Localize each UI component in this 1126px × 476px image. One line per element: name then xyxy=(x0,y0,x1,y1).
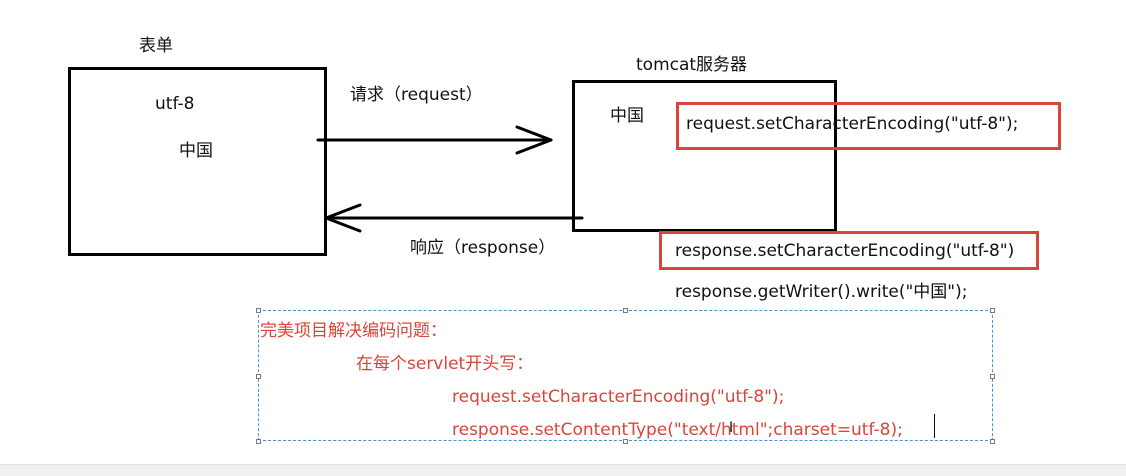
resize-handle-top-middle[interactable] xyxy=(623,308,628,313)
bottom-strip xyxy=(0,464,1126,476)
request-encoding-code: request.setCharacterEncoding("utf-8"); xyxy=(686,114,1019,134)
resize-handle-bottom-middle[interactable] xyxy=(623,439,628,444)
ibeam-cursor-icon: I xyxy=(729,420,734,436)
server-content-text: 中国 xyxy=(610,106,644,126)
response-label: 响应（response） xyxy=(410,238,556,258)
text-caret xyxy=(934,414,935,438)
server-label: tomcat服务器 xyxy=(636,55,748,75)
response-encoding-highlight xyxy=(659,231,1039,270)
resize-handle-bottom-left[interactable] xyxy=(256,439,261,444)
resize-handle-middle-right[interactable] xyxy=(990,374,995,379)
note-line-4: response.setContentType("text/html";char… xyxy=(452,420,903,440)
note-line-2: 在每个servlet开头写： xyxy=(356,354,534,374)
form-content-text: 中国 xyxy=(179,141,213,161)
resize-handle-bottom-right[interactable] xyxy=(990,439,995,444)
form-encoding-text: utf-8 xyxy=(155,94,195,114)
resize-handle-top-left[interactable] xyxy=(256,308,261,313)
note-line-3: request.setCharacterEncoding("utf-8"); xyxy=(452,387,785,407)
resize-handle-top-right[interactable] xyxy=(990,308,995,313)
response-arrow xyxy=(324,203,584,233)
note-line-1: 完美项目解决编码问题： xyxy=(260,321,447,341)
form-box xyxy=(68,67,327,256)
writer-write-code: response.getWriter().write("中国"); xyxy=(675,282,968,302)
form-label: 表单 xyxy=(139,36,173,56)
response-encoding-code: response.setCharacterEncoding("utf-8") xyxy=(675,241,1015,261)
server-box xyxy=(572,80,837,232)
request-arrow xyxy=(316,125,553,155)
resize-handle-middle-left[interactable] xyxy=(256,374,261,379)
request-label: 请求（request） xyxy=(350,85,483,105)
request-encoding-highlight xyxy=(676,102,1061,150)
